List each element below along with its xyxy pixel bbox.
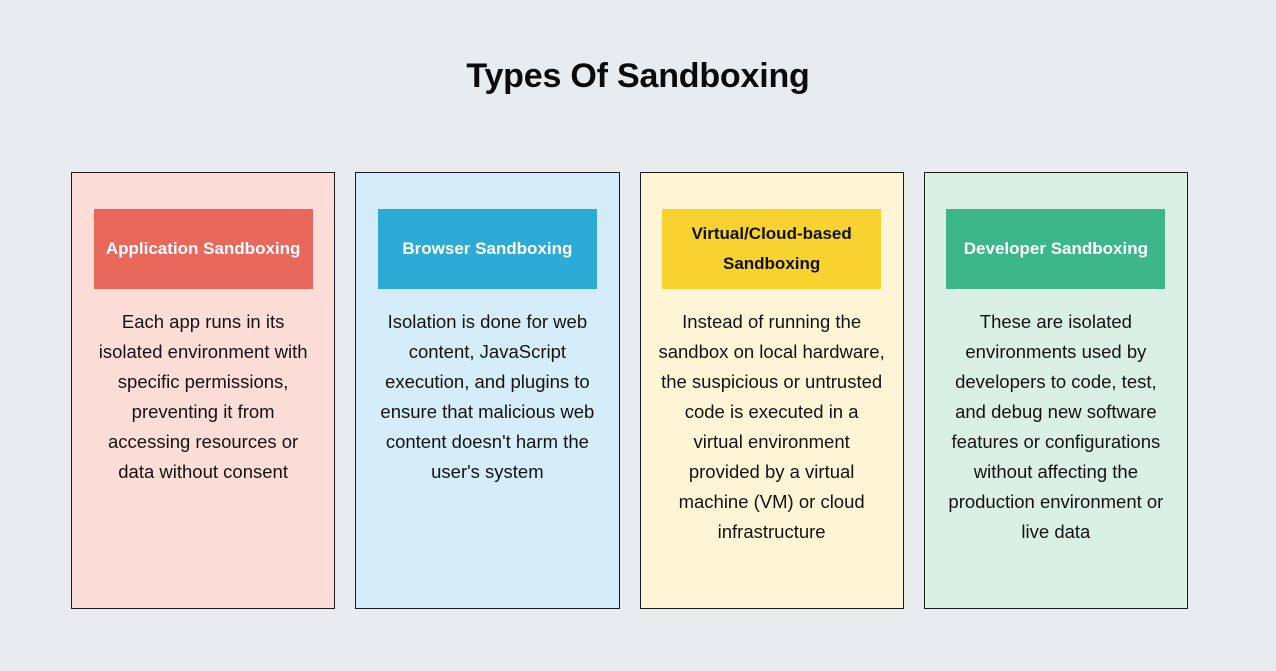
sandboxing-types-card-row: Application Sandboxing Each app runs in … (71, 172, 1188, 609)
card-body-virtual-cloud-based-sandboxing: Instead of running the sandbox on local … (658, 311, 885, 542)
page-title: Types Of Sandboxing (466, 57, 810, 95)
card-body-developer-sandboxing: These are isolated environments used by … (948, 311, 1164, 542)
card-header-developer-sandboxing: Developer Sandboxing (946, 209, 1166, 289)
card-browser-sandboxing: Browser Sandboxing Isolation is done for… (355, 172, 620, 609)
card-application-sandboxing: Application Sandboxing Each app runs in … (71, 172, 336, 609)
card-header-virtual-cloud-based-sandboxing: Virtual/Cloud-based Sandboxing (662, 209, 882, 289)
card-header-browser-sandboxing: Browser Sandboxing (377, 209, 597, 289)
card-body-application-sandboxing: Each app runs in its isolated environmen… (98, 311, 308, 482)
card-developer-sandboxing: Developer Sandboxing These are isolated … (923, 172, 1188, 609)
card-body-browser-sandboxing: Isolation is done for web content, JavaS… (380, 311, 595, 482)
card-header-application-sandboxing: Application Sandboxing (93, 209, 313, 289)
card-virtual-cloud-based-sandboxing: Virtual/Cloud-based Sandboxing Instead o… (639, 172, 904, 609)
